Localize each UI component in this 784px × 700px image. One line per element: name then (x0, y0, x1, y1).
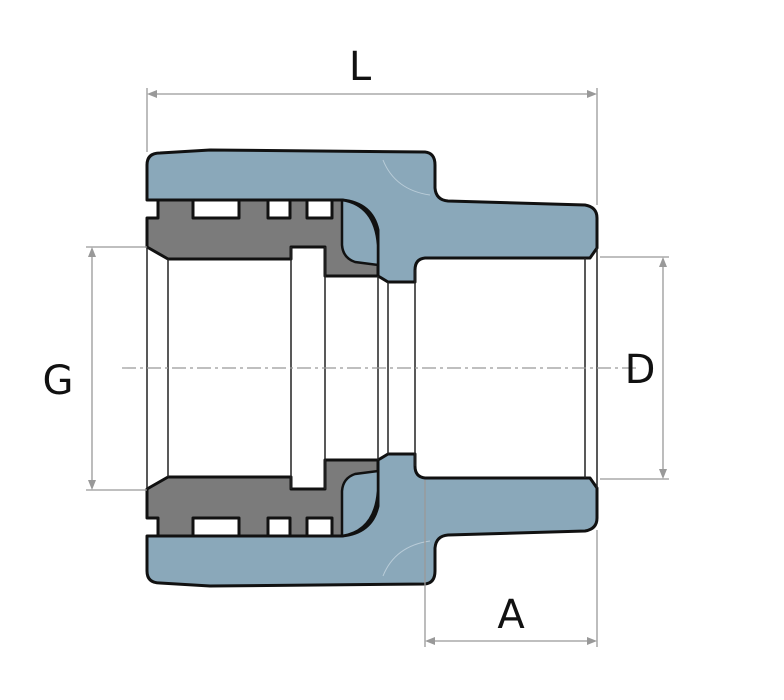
label-thread: G (43, 358, 74, 404)
label-length: L (349, 44, 372, 90)
dimension-lines (86, 88, 669, 647)
label-diameter: D (625, 347, 656, 393)
label-socket: A (497, 592, 525, 638)
fitting-bottom-half (145, 452, 599, 588)
fitting-top-half (145, 148, 599, 284)
